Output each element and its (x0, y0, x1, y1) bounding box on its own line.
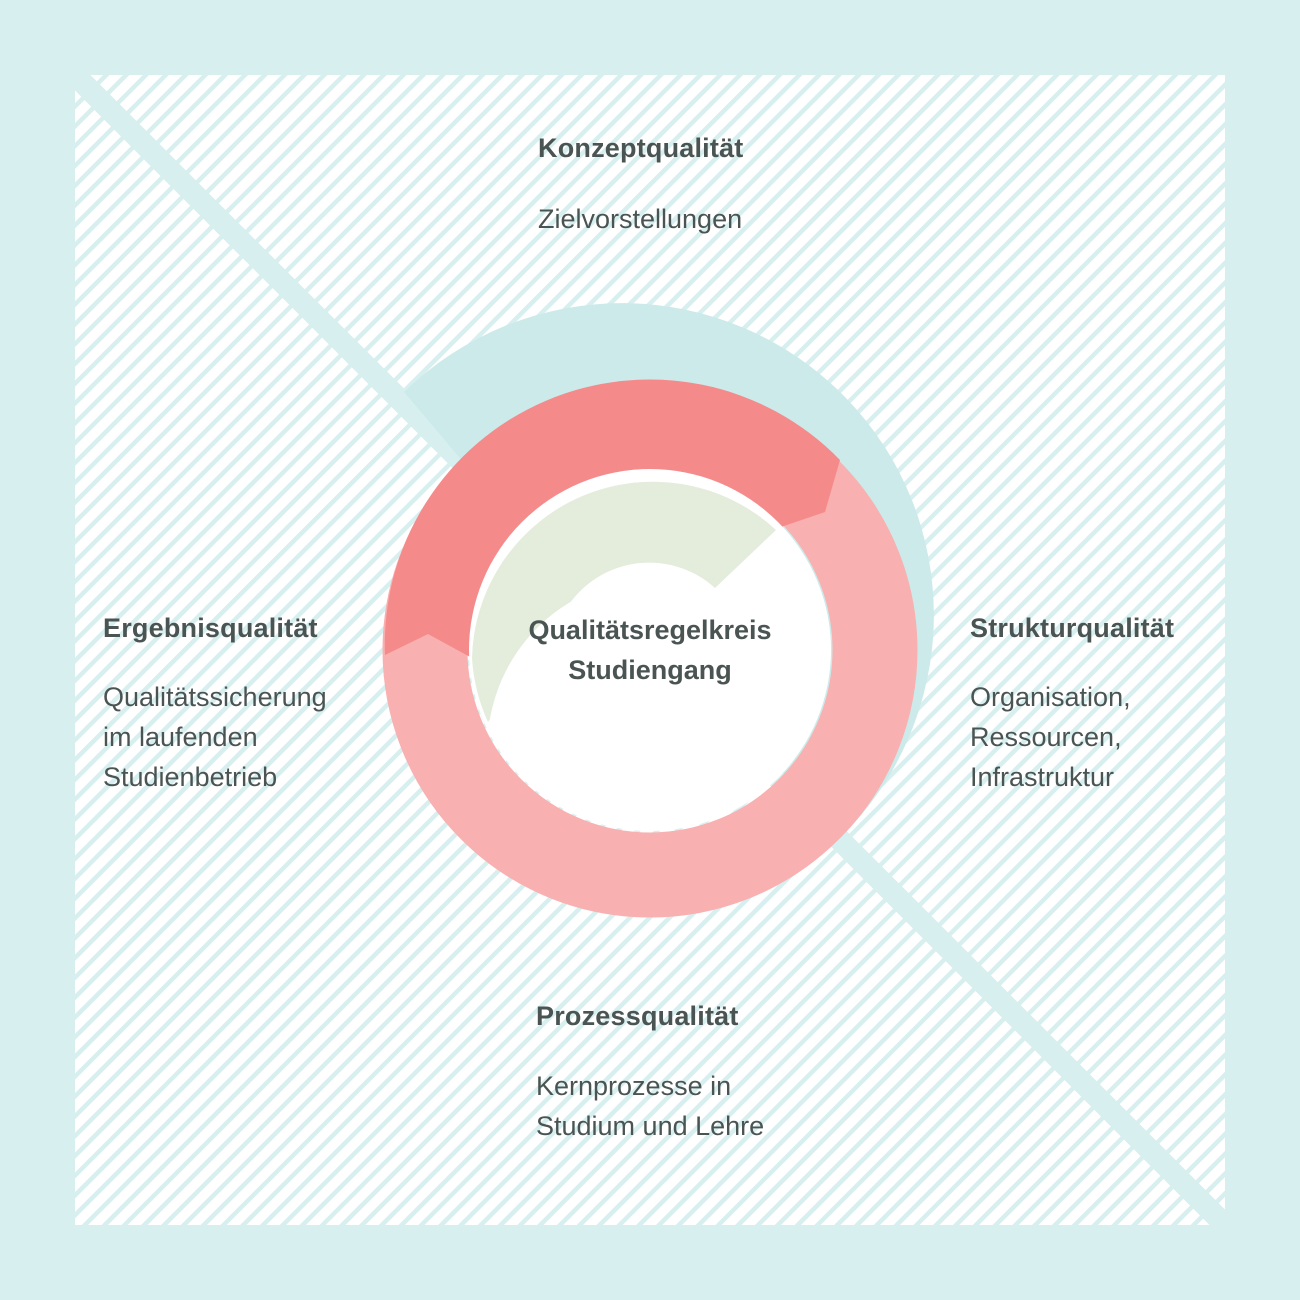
right-desc-line-1: Organisation, (970, 682, 1131, 712)
right-desc-line-3: Infrastruktur (970, 762, 1115, 792)
left-quadrant-title: Ergebnisqualität (103, 613, 318, 643)
inner-green-wedge (472, 481, 776, 722)
inner-white-overlay (489, 577, 831, 824)
top-quadrant-description: Zielvorstellungen (538, 199, 742, 239)
bottom-quadrant-description: Kernprozesse in Studium und Lehre (536, 1066, 764, 1146)
left-desc-line-2: im laufenden (103, 722, 258, 752)
right-quadrant-title: Strukturqualität (970, 613, 1175, 643)
center-title-line-2: Studiengang (568, 655, 732, 685)
top-quadrant-title: Konzeptqualität (538, 133, 744, 163)
bottom-quadrant-title: Prozessqualität (536, 1001, 739, 1031)
left-desc-line-1: Qualitätssicherung (103, 682, 327, 712)
ring-dark-red (384, 379, 840, 658)
top-desc-line-1: Zielvorstellungen (538, 204, 743, 234)
left-desc-line-3: Studienbetrieb (103, 762, 278, 792)
bottom-desc-line-2: Studium und Lehre (536, 1111, 765, 1141)
right-desc-line-2: Ressourcen, (970, 722, 1122, 752)
center-title: Qualitätsregelkreis Studiengang (470, 610, 830, 690)
center-title-line-1: Qualitätsregelkreis (528, 615, 772, 645)
right-quadrant-description: Organisation, Ressourcen, Infrastruktur (970, 677, 1131, 797)
left-quadrant-description: Qualitätssicherung im laufenden Studienb… (103, 677, 327, 797)
bottom-desc-line-1: Kernprozesse in (536, 1071, 732, 1101)
